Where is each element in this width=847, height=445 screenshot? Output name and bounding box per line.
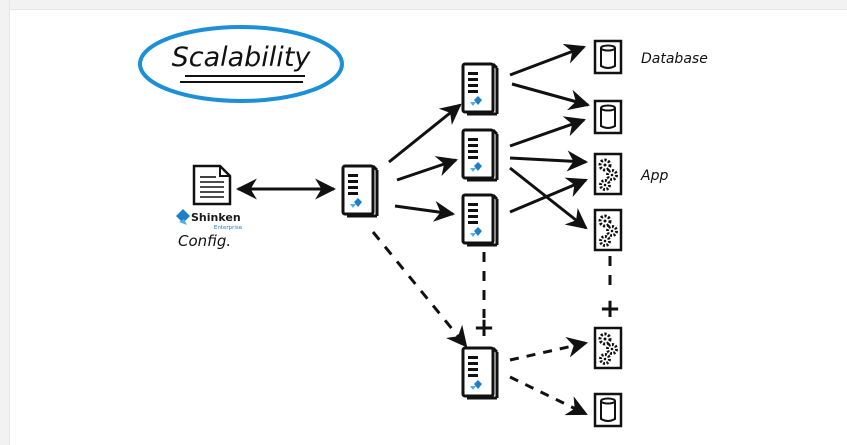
- server-icon: [461, 62, 499, 116]
- database-label: Database: [641, 51, 708, 67]
- brand-name: Shinken: [191, 211, 241, 224]
- diagram-title: Scalability: [172, 42, 312, 73]
- config-label: Config.: [178, 232, 231, 250]
- arrow-to-poller-2: [396, 156, 458, 182]
- database-icon: [593, 39, 623, 75]
- arrow-to-poller-extra: [371, 231, 468, 348]
- arrow-p3-app1: [509, 177, 588, 214]
- arrow-p2-db2: [509, 116, 586, 148]
- arrow-pextra-db: [509, 375, 588, 416]
- arrow-to-poller-3: [394, 201, 456, 222]
- brand-subtitle: Enterprise: [214, 225, 243, 231]
- arrow-p1-db2: [511, 82, 591, 111]
- arrow-p1-db1: [509, 43, 586, 77]
- arrow-p2-app2: [509, 166, 588, 230]
- arrow-p2-app1: [509, 150, 589, 172]
- title-badge: Scalability: [138, 25, 344, 103]
- frame-top-border: [0, 0, 847, 10]
- server-icon: [461, 128, 499, 182]
- app-gears-icon: [593, 208, 623, 252]
- server-icon: [341, 164, 379, 218]
- server-icon: [461, 346, 499, 400]
- frame-left-border: [0, 0, 10, 445]
- title-ellipse: [138, 25, 344, 103]
- shinken-logo-icon: [176, 209, 190, 225]
- app-label: App: [640, 168, 668, 184]
- arrow-pextra-app: [509, 336, 589, 362]
- resource-plus: +: [599, 294, 621, 324]
- app-gears-icon: [593, 152, 623, 196]
- app-gears-icon: [593, 326, 623, 370]
- server-icon: [461, 193, 499, 247]
- database-icon: [593, 99, 623, 135]
- arrow-to-poller-1: [388, 103, 462, 164]
- document-icon: [192, 164, 232, 206]
- poller-plus: +: [473, 313, 495, 343]
- database-icon: [593, 392, 623, 428]
